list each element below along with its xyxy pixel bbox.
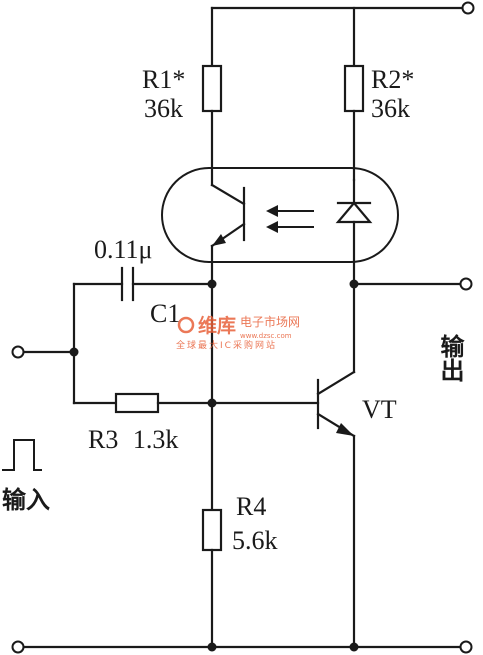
pulse-icon (2, 439, 42, 471)
junction-c1 (207, 279, 217, 289)
bottom-right-terminal (459, 640, 473, 654)
watermark-logo-icon (177, 316, 195, 334)
r3-resistor (114, 392, 160, 414)
r1-resistor (201, 64, 223, 113)
junction-output (349, 279, 359, 289)
light-arrow-2-head (266, 221, 278, 233)
top-terminal (461, 1, 475, 15)
r4-resistor (201, 508, 223, 552)
led-triangle (335, 201, 373, 224)
junction-input (69, 347, 79, 357)
vt-collector (316, 370, 356, 396)
light-arrow-1-head (266, 205, 278, 217)
c1-value-label: 0.11μ (94, 235, 152, 264)
bottom-left-terminal (11, 640, 25, 654)
watermark-slogan: 全球最大IC采购网站 (176, 339, 277, 351)
output-terminal (459, 277, 473, 291)
phototransistor-emitter-arrow (212, 234, 226, 246)
watermark-url: www.dzsc.com (240, 332, 292, 340)
r3-value-label: 1.3k (133, 425, 179, 454)
c1-name-label: C1 (150, 299, 180, 328)
input-terminal (11, 345, 25, 359)
r2-resistor (343, 64, 365, 113)
vt-label: VT (362, 395, 397, 424)
r2-name-label: R2* (371, 65, 414, 94)
junction-bottom-left (207, 642, 217, 652)
watermark-tagline: 电子市场网 (240, 314, 300, 329)
r3-name-label: R3 (88, 425, 118, 454)
optocoupler-housing (161, 167, 399, 263)
output-label: 输出 (436, 333, 464, 382)
watermark-brand: 维库 (198, 314, 236, 337)
r4-value-label: 5.6k (232, 526, 278, 555)
input-label: 输入 (2, 486, 50, 514)
junction-bottom-right (349, 642, 359, 652)
r4-name-label: R4 (236, 492, 266, 521)
r1-name-label: R1* (142, 65, 185, 94)
r3-label: R3 1.3k (88, 425, 178, 454)
r1-value-label: 36k (144, 94, 183, 123)
watermark: 维库 电子市场网 www.dzsc.com 全球最大IC采购网站 (176, 314, 300, 351)
vt-emitter-arrow (336, 423, 354, 436)
r2-value-label: 36k (371, 94, 410, 123)
phototransistor-collector (210, 183, 246, 206)
